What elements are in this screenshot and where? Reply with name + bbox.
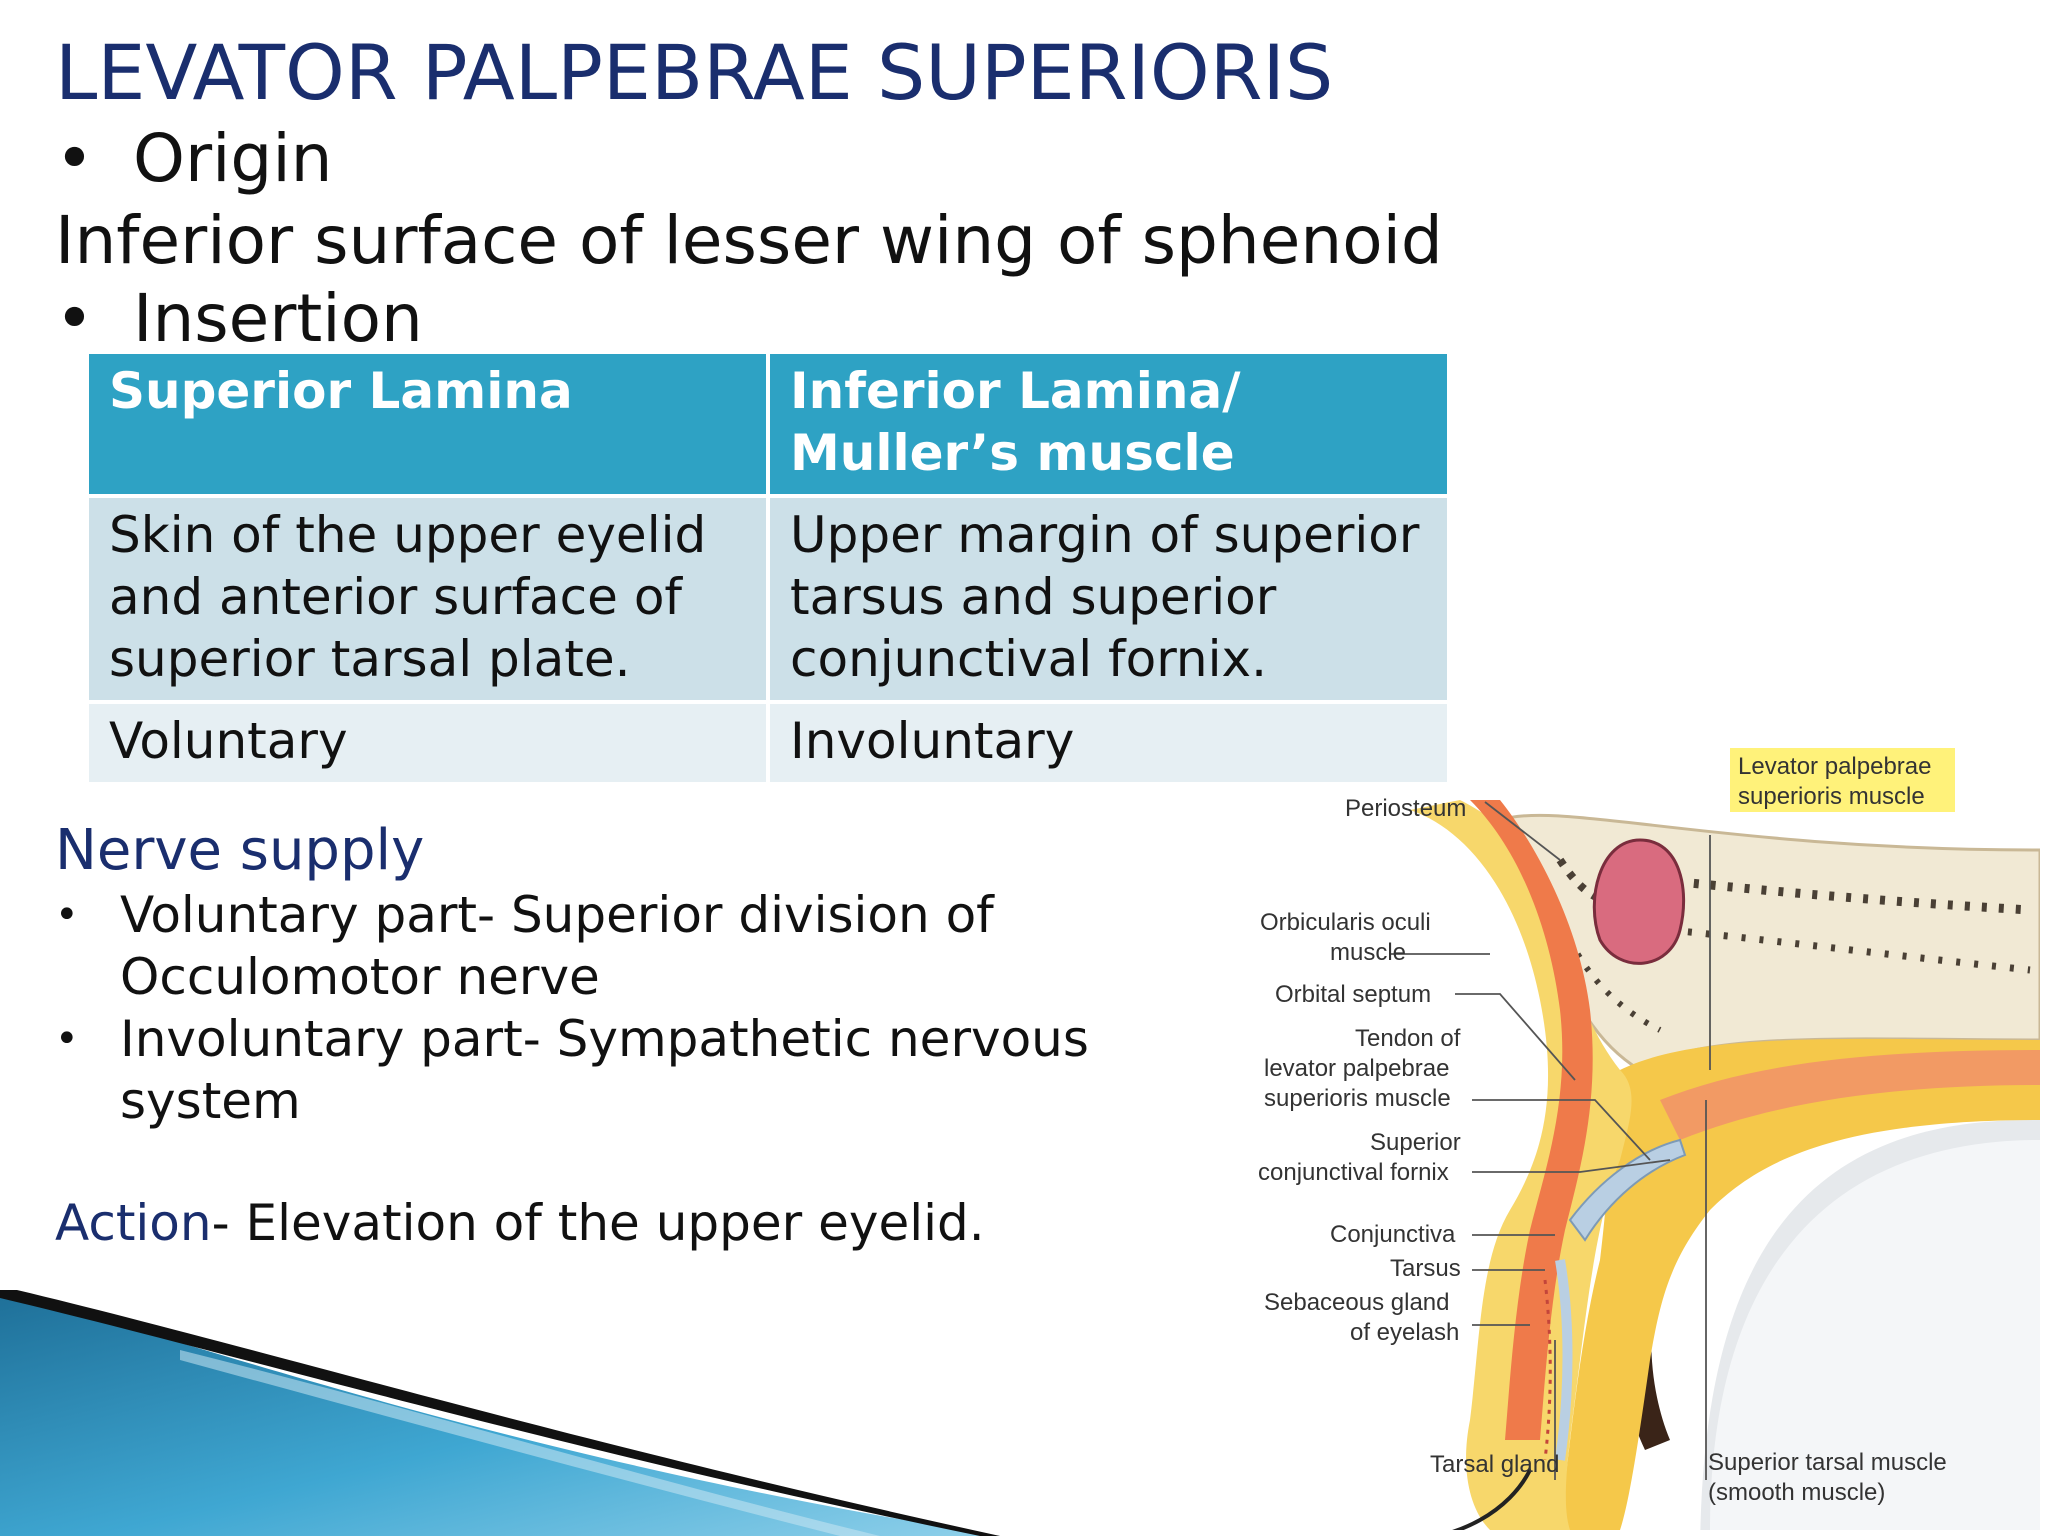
sinus <box>1592 838 1686 965</box>
table-row: Skin of the upper eyelid and anterior su… <box>85 494 1451 704</box>
highlight-box <box>1730 748 1955 812</box>
origin-bullet: • Origin <box>55 120 332 197</box>
table-cell: Voluntary <box>85 700 770 786</box>
table-cell: Involuntary <box>766 700 1451 786</box>
eyelid-anatomy-diagram: Levator palpebrae superioris muscle <box>1258 748 2040 1530</box>
table-header-row: Superior Lamina Inferior Lamina/ Muller’… <box>85 350 1451 498</box>
table-header-cell: Inferior Lamina/ Muller’s muscle <box>766 350 1451 498</box>
slide-title: LEVATOR PALPEBRAE SUPERIORIS <box>55 28 1334 117</box>
diagram-label-superior-tarsal: (smooth muscle) <box>1708 1479 1885 1506</box>
insertion-bullet: • Insertion <box>55 280 423 357</box>
diagram-label-fornix: Superior <box>1370 1129 1461 1156</box>
highlight-label-line: Levator palpebrae <box>1738 753 1931 780</box>
diagram-label-superior-tarsal: Superior tarsal muscle <box>1708 1449 1947 1476</box>
insertion-table: Superior Lamina Inferior Lamina/ Muller’… <box>85 350 1451 786</box>
diagram-label-tarsus: Tarsus <box>1390 1255 1461 1282</box>
diagram-label-sebaceous: Sebaceous gland <box>1264 1289 1449 1316</box>
action-label: Action <box>55 1194 212 1252</box>
bullet-glyph: • <box>55 280 94 357</box>
list-item-text: Involuntary part- Sympathetic nervous sy… <box>120 1010 1089 1130</box>
nerve-supply-list: • Voluntary part- Superior division of O… <box>55 884 1140 1132</box>
diagram-label-fornix: conjunctival fornix <box>1258 1159 1449 1186</box>
eyelash <box>1451 1469 1532 1530</box>
bullet-glyph: • <box>55 892 79 938</box>
diagram-label-tendon: superioris muscle <box>1264 1085 1451 1112</box>
action-text: - Elevation of the upper eyelid. <box>211 1194 985 1252</box>
eyelid-skin <box>1410 800 1632 1530</box>
diagram-label-conjunctiva: Conjunctiva <box>1330 1221 1456 1248</box>
diagram-label-septum: Orbital septum <box>1275 981 1431 1008</box>
table-header-cell: Superior Lamina <box>85 350 770 498</box>
list-item-text: Voluntary part- Superior division of Occ… <box>120 886 994 1006</box>
orbicularis-muscle <box>1470 800 1593 1440</box>
insertion-label: Insertion <box>133 280 423 357</box>
eyeball-inner <box>1710 1140 2040 1530</box>
diagram-label-periosteum: Periosteum <box>1345 795 1466 822</box>
table-cell: Upper margin of superior tarsus and supe… <box>766 494 1451 704</box>
diagram-label-tendon: levator palpebrae <box>1264 1055 1449 1082</box>
diagram-label-sebaceous: of eyelash <box>1350 1319 1459 1346</box>
list-item: • Involuntary part- Sympathetic nervous … <box>55 1008 1140 1132</box>
levator-tendon <box>1568 1138 1687 1242</box>
diagram-label-tarsal-gland: Tarsal gland <box>1430 1451 1559 1478</box>
list-item: • Voluntary part- Superior division of O… <box>55 884 1140 1008</box>
orbital-fat <box>1560 1038 2040 1530</box>
action-line: Action- Elevation of the upper eyelid. <box>55 1194 985 1252</box>
table-cell: Skin of the upper eyelid and anterior su… <box>85 494 770 704</box>
origin-label: Origin <box>133 120 333 197</box>
bullet-glyph: • <box>55 120 94 197</box>
levator-muscle <box>1660 1050 2040 1140</box>
diagram-label-tendon: Tendon of <box>1355 1025 1461 1052</box>
bullet-glyph: • <box>55 1016 79 1062</box>
nerve-supply-heading: Nerve supply <box>55 818 425 883</box>
diagram-label-orbicularis: muscle <box>1330 939 1406 966</box>
diagram-label-orbicularis: Orbicularis oculi <box>1260 909 1431 936</box>
origin-text: Inferior surface of lesser wing of sphen… <box>55 202 1443 279</box>
table-row: Voluntary Involuntary <box>85 700 1451 786</box>
decorative-swoosh <box>0 1290 1000 1536</box>
highlight-label-line: superioris muscle <box>1738 783 1925 810</box>
